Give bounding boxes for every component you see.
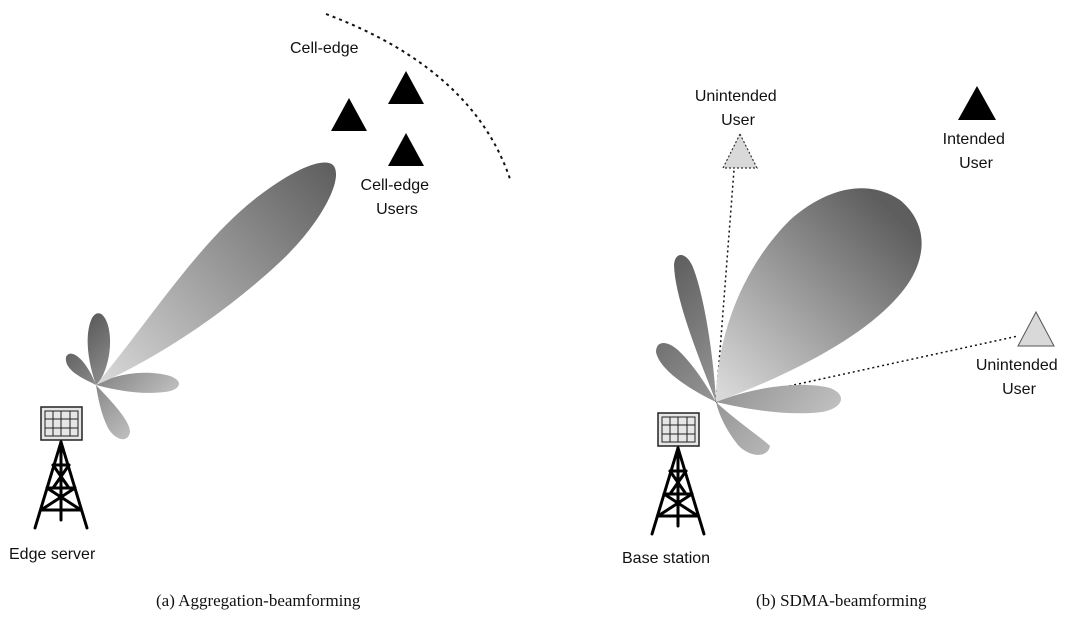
unintended-user-right-triangle bbox=[1017, 310, 1055, 347]
antenna-panel bbox=[40, 406, 83, 441]
side-lobe bbox=[674, 254, 716, 402]
base-station-label: Base station bbox=[622, 550, 710, 567]
side-lobe bbox=[656, 343, 716, 402]
panel-a: Cell-edge Cell-edge Users bbox=[9, 13, 512, 610]
unintended-user-top-triangle bbox=[722, 132, 758, 169]
cell-edge-arc bbox=[325, 13, 512, 183]
side-lobe bbox=[716, 402, 770, 455]
unintended-user-top-label: Unintended User bbox=[695, 88, 781, 129]
cell-edge-users-label: Cell-edge Users bbox=[361, 177, 434, 218]
main-beam bbox=[96, 162, 337, 385]
user-triangle bbox=[331, 98, 367, 131]
user-triangle bbox=[388, 71, 424, 104]
intended-user-triangle bbox=[958, 86, 996, 120]
edge-server-label: Edge server bbox=[9, 546, 96, 563]
caption-b: (b) SDMA-beamforming bbox=[756, 591, 927, 610]
side-lobe bbox=[65, 353, 96, 385]
panel-b: Intended User Unintended User Unintended… bbox=[622, 86, 1062, 610]
caption-a: (a) Aggregation-beamforming bbox=[156, 591, 361, 610]
user-triangle bbox=[388, 133, 424, 166]
intended-user-label: Intended User bbox=[943, 131, 1010, 172]
cell-edge-label: Cell-edge bbox=[290, 40, 359, 57]
side-lobe bbox=[96, 372, 179, 393]
interference-line-top bbox=[715, 169, 735, 403]
tower-icon bbox=[650, 446, 706, 536]
side-lobe bbox=[716, 384, 842, 414]
unintended-user-right-label: Unintended User bbox=[976, 357, 1062, 398]
side-lobe bbox=[87, 313, 111, 385]
tower-icon bbox=[33, 440, 89, 530]
main-beam bbox=[716, 188, 922, 402]
side-lobe bbox=[96, 385, 130, 440]
antenna-panel bbox=[657, 412, 700, 447]
